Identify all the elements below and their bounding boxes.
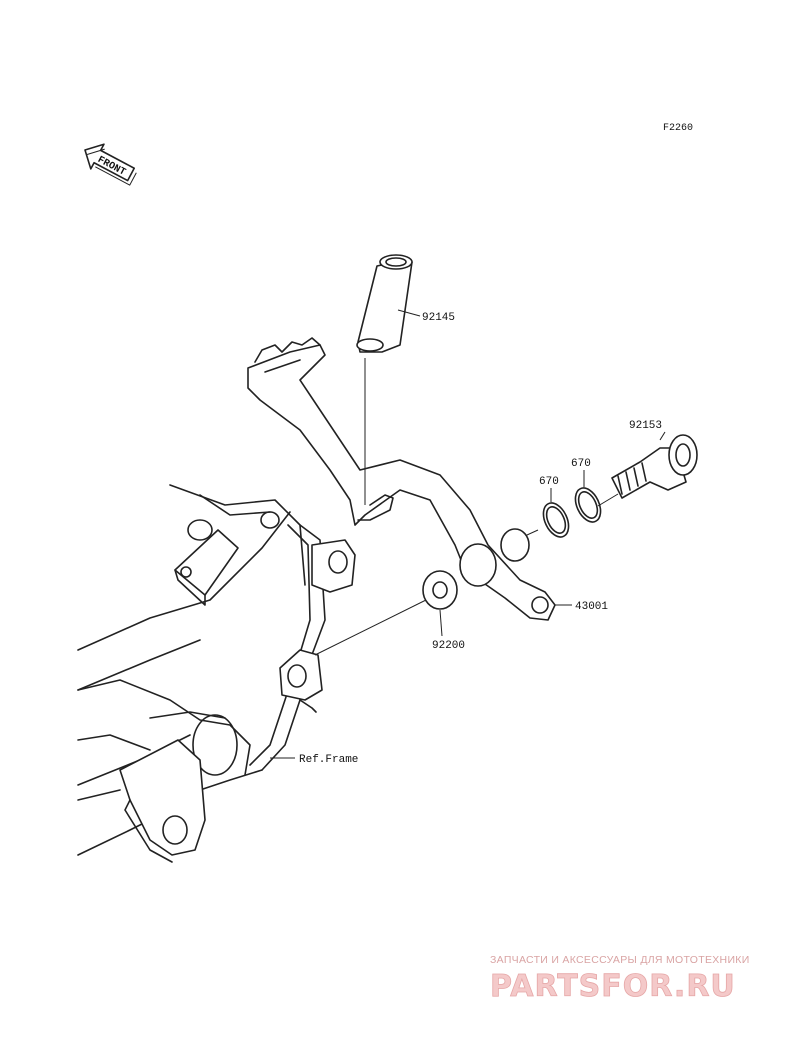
callout-670-upper: 670 bbox=[571, 458, 591, 470]
frame bbox=[77, 484, 356, 863]
leader-92200 bbox=[439, 609, 443, 637]
assembly-axis bbox=[314, 597, 431, 656]
callout-ref-frame: Ref.Frame bbox=[299, 754, 358, 766]
callout-92145: 92145 bbox=[422, 312, 455, 324]
oring-lower bbox=[542, 502, 570, 538]
callout-670-lower: 670 bbox=[539, 476, 559, 488]
brake-pedal bbox=[247, 337, 556, 621]
watermark-logo: PARTSFOR.RU bbox=[490, 969, 736, 1004]
diagram-code: F2260 bbox=[663, 123, 693, 134]
callout-92200: 92200 bbox=[432, 640, 465, 652]
washer bbox=[422, 570, 458, 610]
leader-92153 bbox=[659, 431, 666, 441]
pedal-spring bbox=[356, 254, 413, 505]
leader-92145 bbox=[397, 309, 421, 317]
callout-92153: 92153 bbox=[629, 420, 662, 432]
front-arrow-icon: FRONT bbox=[84, 143, 137, 186]
pivot-bolt bbox=[611, 434, 698, 499]
assembly-axis-bolt bbox=[597, 493, 619, 507]
callout-43001: 43001 bbox=[575, 601, 608, 613]
oring-upper bbox=[574, 487, 602, 523]
watermark-tagline: ЗАПЧАСТИ И АКСЕССУАРЫ ДЛЯ МОТОТЕХНИКИ bbox=[490, 954, 750, 966]
